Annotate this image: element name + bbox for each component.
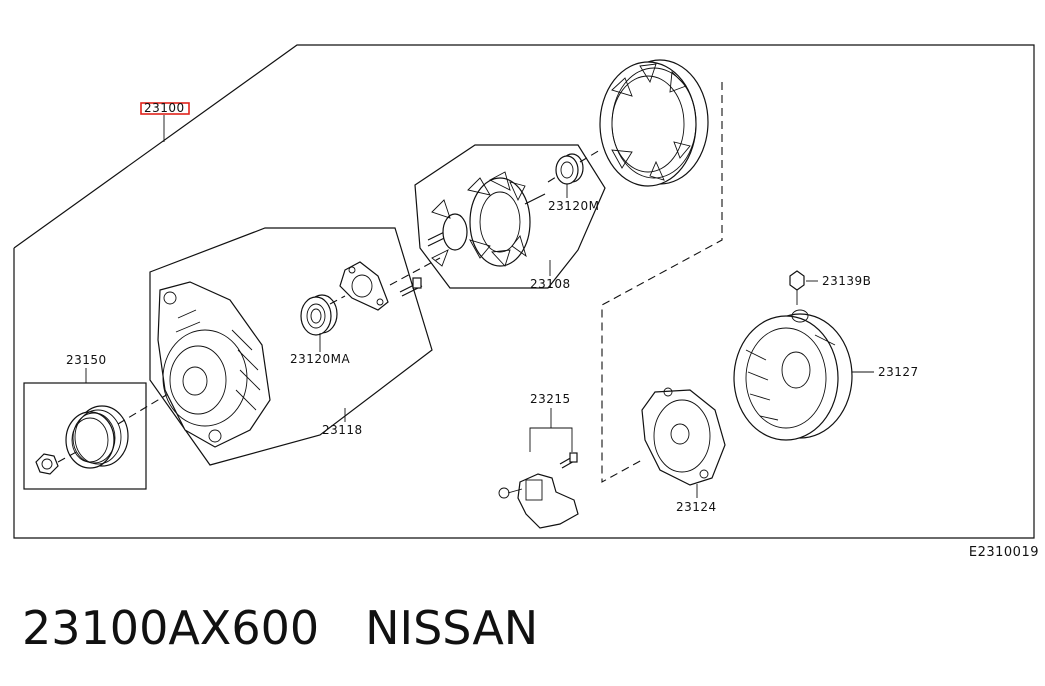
rotor-part-label[interactable]: 23108 — [530, 277, 571, 291]
axis-line-3 — [329, 295, 346, 305]
front-bearing-part-label[interactable]: 23120MA — [290, 352, 351, 366]
assembly-part-label[interactable]: 23100 — [144, 101, 185, 115]
pulley[interactable] — [65, 405, 129, 469]
rotor-group-box — [414, 144, 606, 289]
axis-line-4 — [389, 257, 441, 286]
front-bearing[interactable] — [300, 294, 338, 336]
stator[interactable] — [599, 59, 709, 187]
front-case-part-label[interactable]: 23118 — [322, 423, 363, 437]
pulley-group-box — [23, 382, 147, 490]
brush-screw[interactable] — [559, 452, 578, 469]
axis-line-2 — [117, 393, 169, 425]
case-nut[interactable] — [789, 270, 805, 305]
brush-holder-part-label[interactable]: 23215 — [530, 392, 571, 406]
axis-line-6 — [579, 149, 601, 163]
axis-line-5 — [547, 176, 557, 183]
caption-title: 23100AX600 NISSAN — [22, 601, 539, 655]
nut-part-label[interactable]: 23139B — [822, 274, 871, 288]
rear-case[interactable] — [733, 309, 853, 441]
rear-bearing-part-label[interactable]: 23120M — [548, 199, 600, 213]
pulley-part-label[interactable]: 23150 — [66, 353, 107, 367]
stator-dashed-bracket — [601, 82, 723, 483]
retainer-screw[interactable] — [399, 277, 423, 297]
pulley-nut[interactable] — [35, 453, 59, 475]
front-case-group-box — [149, 227, 433, 466]
assembly-highlight-box — [140, 102, 190, 115]
diagram-frame — [13, 44, 1035, 539]
axis-line-1 — [57, 449, 81, 463]
front-case[interactable] — [157, 281, 271, 448]
rotor[interactable] — [427, 171, 546, 267]
rear-bearing[interactable] — [555, 153, 584, 185]
diagram-code: E2310019 — [968, 545, 1039, 560]
brush-holder-bracket — [529, 427, 573, 452]
rear-cover[interactable] — [641, 387, 726, 486]
bearing-retainer-plate[interactable] — [339, 261, 389, 311]
rear-cover-part-label[interactable]: 23124 — [676, 500, 717, 514]
brush-holder[interactable] — [498, 473, 579, 529]
rear-case-part-label[interactable]: 23127 — [878, 365, 919, 379]
